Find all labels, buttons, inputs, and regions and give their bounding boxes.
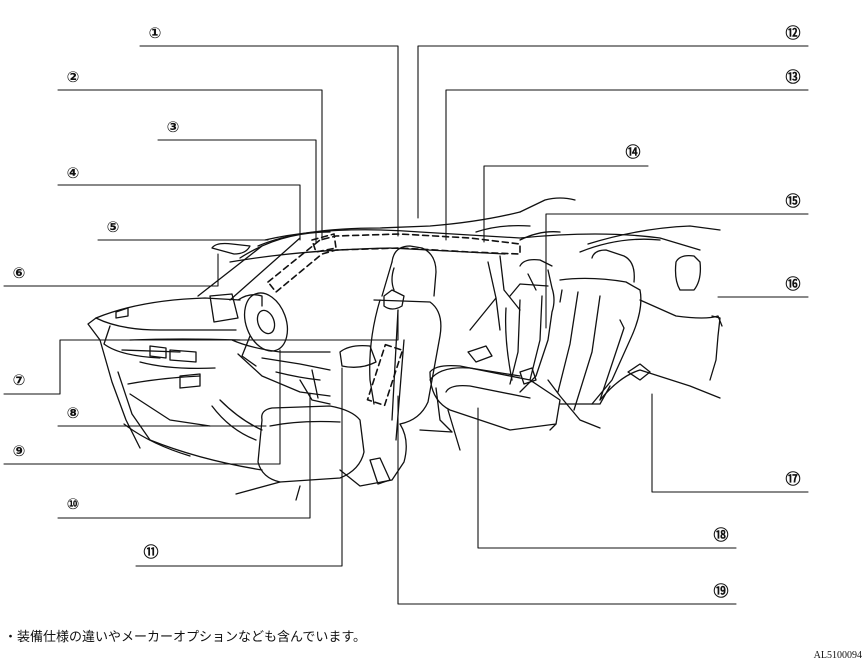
- callout-16: ⑯: [785, 275, 800, 293]
- seatbelt-zone: [366, 343, 404, 407]
- callout-4: ④: [67, 165, 80, 182]
- callout-18: ⑱: [713, 526, 728, 544]
- dashed-zones: [267, 233, 521, 407]
- callout-11: ⑪: [143, 543, 158, 561]
- callout-2: ②: [67, 69, 80, 86]
- callout-6: ⑥: [13, 265, 26, 282]
- roof-airbag-zone-front: [267, 233, 521, 293]
- callout-12: ⑫: [785, 24, 800, 42]
- figure-code: AL5100094: [813, 650, 862, 661]
- leader-lines: [3, 45, 809, 605]
- callout-7: ⑦: [13, 372, 26, 389]
- callout-13: ⑬: [785, 68, 800, 86]
- callout-14: ⑭: [625, 143, 640, 161]
- roof-zone-small: [311, 233, 337, 253]
- callout-19: ⑲: [713, 582, 728, 600]
- callout-8: ⑧: [67, 405, 80, 422]
- car-line-art: [87, 197, 723, 501]
- callout-3: ③: [167, 119, 180, 136]
- callout-labels: ① ② ③ ④ ⑤ ⑥ ⑦ ⑧ ⑨ ⑩ ⑪ ⑫ ⑬ ⑭ ⑮ ⑯ ⑰ ⑱ ⑲: [13, 24, 801, 600]
- callout-10: ⑩: [67, 496, 80, 513]
- callout-17: ⑰: [785, 470, 800, 488]
- callout-15: ⑮: [785, 192, 800, 210]
- equipment-note: ・装備仕様の違いやメーカーオプションなども含んでいます。: [4, 630, 367, 645]
- callout-1: ①: [149, 25, 162, 42]
- callout-5: ⑤: [107, 219, 120, 236]
- callout-9: ⑨: [13, 443, 26, 460]
